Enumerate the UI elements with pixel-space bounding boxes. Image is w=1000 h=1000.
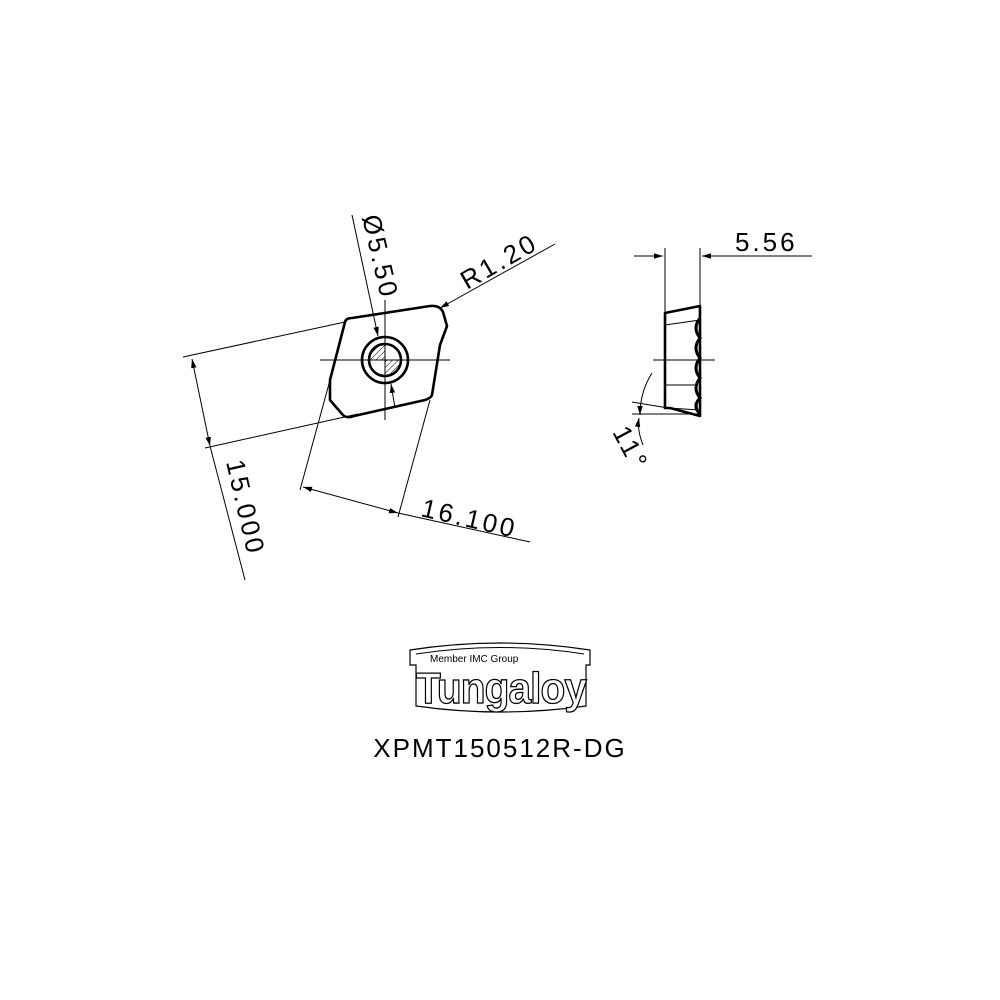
clearance-angle-label: 11° [607, 421, 655, 476]
width-label: 15.000 [220, 457, 271, 559]
thickness-label: 5.56 [735, 227, 798, 257]
side-chipbreaker [694, 317, 703, 416]
side-view: 5.56 11° [607, 227, 812, 476]
logo-frame [409, 642, 591, 713]
hole-diameter-label: Ø5.50 [356, 212, 405, 302]
top-view: Ø5.50 R1.20 15.000 16.100 [182, 212, 556, 581]
part-number: XPMT150512R-DG [373, 733, 627, 763]
insert-outline [328, 304, 449, 419]
corner-radius-label: R1.20 [455, 227, 543, 295]
side-outline [663, 304, 702, 418]
tungaloy-logo: Member IMC Group Tungaloy [409, 642, 591, 714]
logo-brand: Tungaloy [416, 664, 587, 713]
hole-outer [360, 335, 410, 385]
logo-tagline: Member IMC Group [430, 654, 519, 665]
length-label: 16.100 [419, 493, 521, 544]
hole-hatch [369, 344, 385, 360]
